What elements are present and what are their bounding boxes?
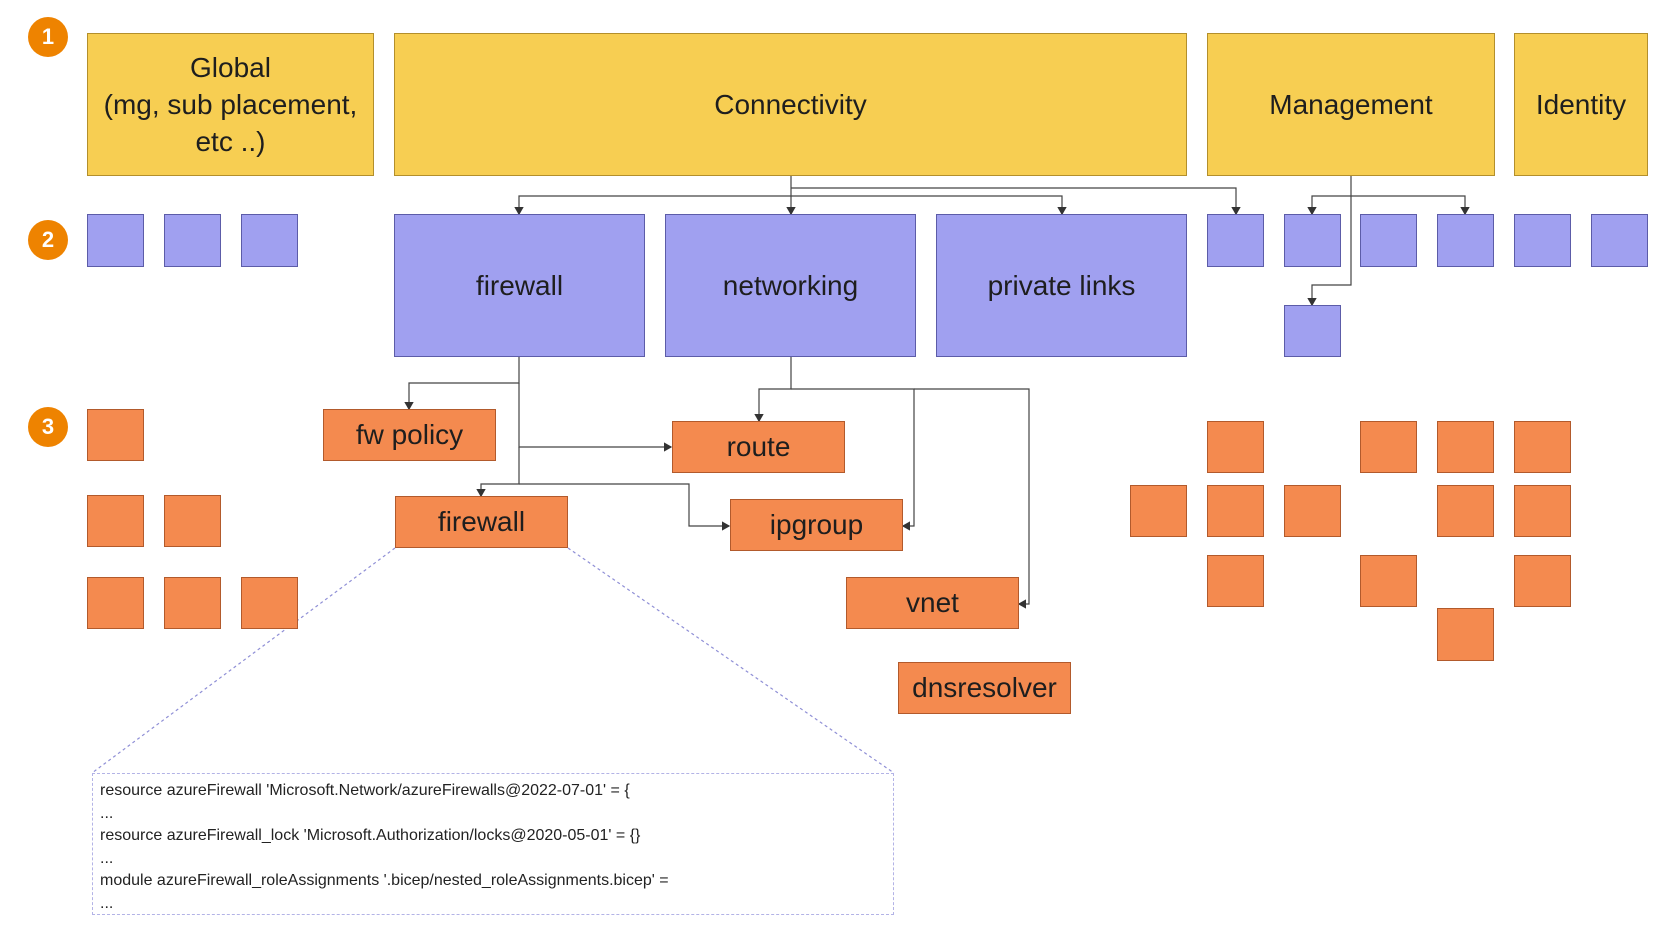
resource — [1130, 485, 1187, 537]
global-resource — [164, 495, 221, 547]
firewall-module: firewall — [394, 214, 645, 357]
global-resource — [241, 577, 298, 629]
fw-policy-resource: fw policy — [323, 409, 496, 461]
edge-management-a — [1307, 176, 1352, 216]
management-module — [1360, 214, 1417, 267]
edge-management-b — [1351, 195, 1470, 216]
global-module — [241, 214, 298, 267]
identity-module — [1591, 214, 1648, 267]
route-resource: route — [672, 421, 845, 473]
resource — [1360, 555, 1417, 607]
code-line: resource azureFirewall_lock 'Microsoft.A… — [100, 827, 641, 844]
ipgroup-resource: ipgroup — [730, 499, 903, 551]
edge-firewall-route — [518, 383, 673, 452]
global-resource — [87, 495, 144, 547]
resource — [1207, 555, 1264, 607]
resource — [1514, 555, 1571, 607]
connectivity-module — [1207, 214, 1264, 267]
level-2-badge: 2 — [28, 220, 68, 260]
resource — [1207, 421, 1264, 473]
management-box: Management — [1207, 33, 1495, 176]
global-resource — [87, 409, 144, 461]
code-line: resource azureFirewall 'Microsoft.Networ… — [100, 782, 630, 799]
edge-networking-vnet — [914, 388, 1030, 609]
code-line: module azureFirewall_roleAssignments '.b… — [100, 872, 669, 889]
code-line: ... — [100, 849, 114, 867]
code-line: ... — [100, 894, 114, 912]
resource — [1514, 421, 1571, 473]
vnet-resource: vnet — [846, 577, 1019, 629]
level-3-badge: 3 — [28, 407, 68, 447]
code-line: ... — [100, 804, 114, 822]
management-module — [1284, 214, 1341, 267]
callout-line-right — [567, 547, 895, 774]
global-resource — [164, 577, 221, 629]
networking-module: networking — [665, 214, 916, 357]
edge-networking-route — [754, 357, 792, 423]
global-resource — [87, 577, 144, 629]
edge-connectivity-firewall — [514, 176, 792, 216]
edge-connectivity-extra — [791, 187, 1241, 216]
edge-connectivity-privatelinks — [791, 195, 1067, 216]
resource — [1514, 485, 1571, 537]
resource — [1437, 608, 1494, 661]
resource — [1437, 421, 1494, 473]
identity-module — [1514, 214, 1571, 267]
identity-box: Identity — [1514, 33, 1648, 176]
callout-line-left — [91, 547, 396, 774]
resource — [1284, 485, 1341, 537]
dnsresolver-resource: dnsresolver — [898, 662, 1071, 714]
code-snippet: resource azureFirewall 'Microsoft.Networ… — [92, 773, 894, 915]
global-box: Global (mg, sub placement, etc ..) — [87, 33, 374, 176]
private-links-module: private links — [936, 214, 1187, 357]
resource — [1437, 485, 1494, 537]
resource — [1207, 485, 1264, 537]
edge-management-c — [1307, 196, 1352, 307]
management-module — [1284, 305, 1341, 357]
level-1-badge: 1 — [28, 17, 68, 57]
resource — [1360, 421, 1417, 473]
management-module — [1437, 214, 1494, 267]
global-module — [164, 214, 221, 267]
global-module — [87, 214, 144, 267]
firewall-resource: firewall — [395, 496, 568, 548]
connectivity-box: Connectivity — [394, 33, 1187, 176]
edge-firewall-firewall — [476, 447, 520, 498]
edge-networking-ipgroup — [791, 388, 915, 531]
edge-firewall-fwpolicy — [404, 357, 520, 411]
edge-firewall-ipgroup — [519, 483, 731, 531]
